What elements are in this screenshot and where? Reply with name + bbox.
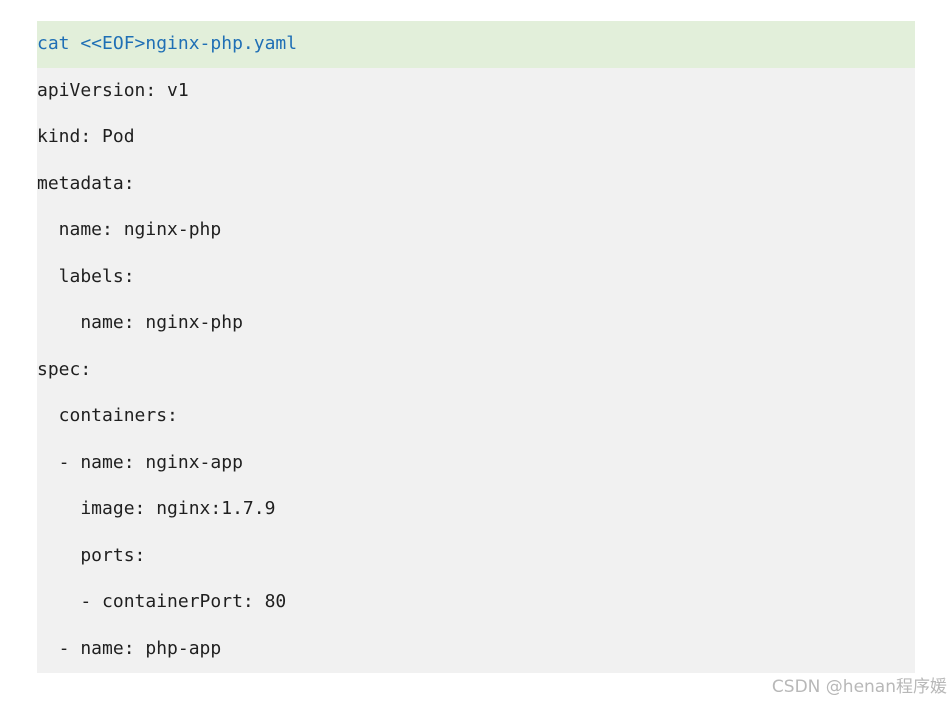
code-line: - containerPort: 80 (37, 591, 287, 612)
code-line: kind: Pod (37, 126, 135, 147)
watermark: CSDN @henan程序媛 (771, 677, 947, 697)
code-line-command: cat <<EOF>nginx-php.yaml (37, 21, 915, 68)
code-line: image: nginx:1.7.9 (37, 498, 276, 519)
code-line: metadata: (37, 172, 135, 194)
code-line: labels: (37, 265, 135, 287)
code-line: apiVersion: v1 (37, 79, 189, 101)
code-line: containers: (37, 405, 178, 426)
code-line: spec: (37, 358, 92, 380)
code-line: name: nginx-php (37, 312, 243, 333)
code-line: - name: php-app (37, 637, 222, 659)
code-line: - name: nginx-app (37, 451, 243, 473)
code-line: ports: (37, 544, 146, 566)
code-block: cat <<EOF>nginx-php.yaml apiVersion: v1 … (37, 21, 915, 673)
code-line: name: nginx-php (37, 219, 222, 240)
